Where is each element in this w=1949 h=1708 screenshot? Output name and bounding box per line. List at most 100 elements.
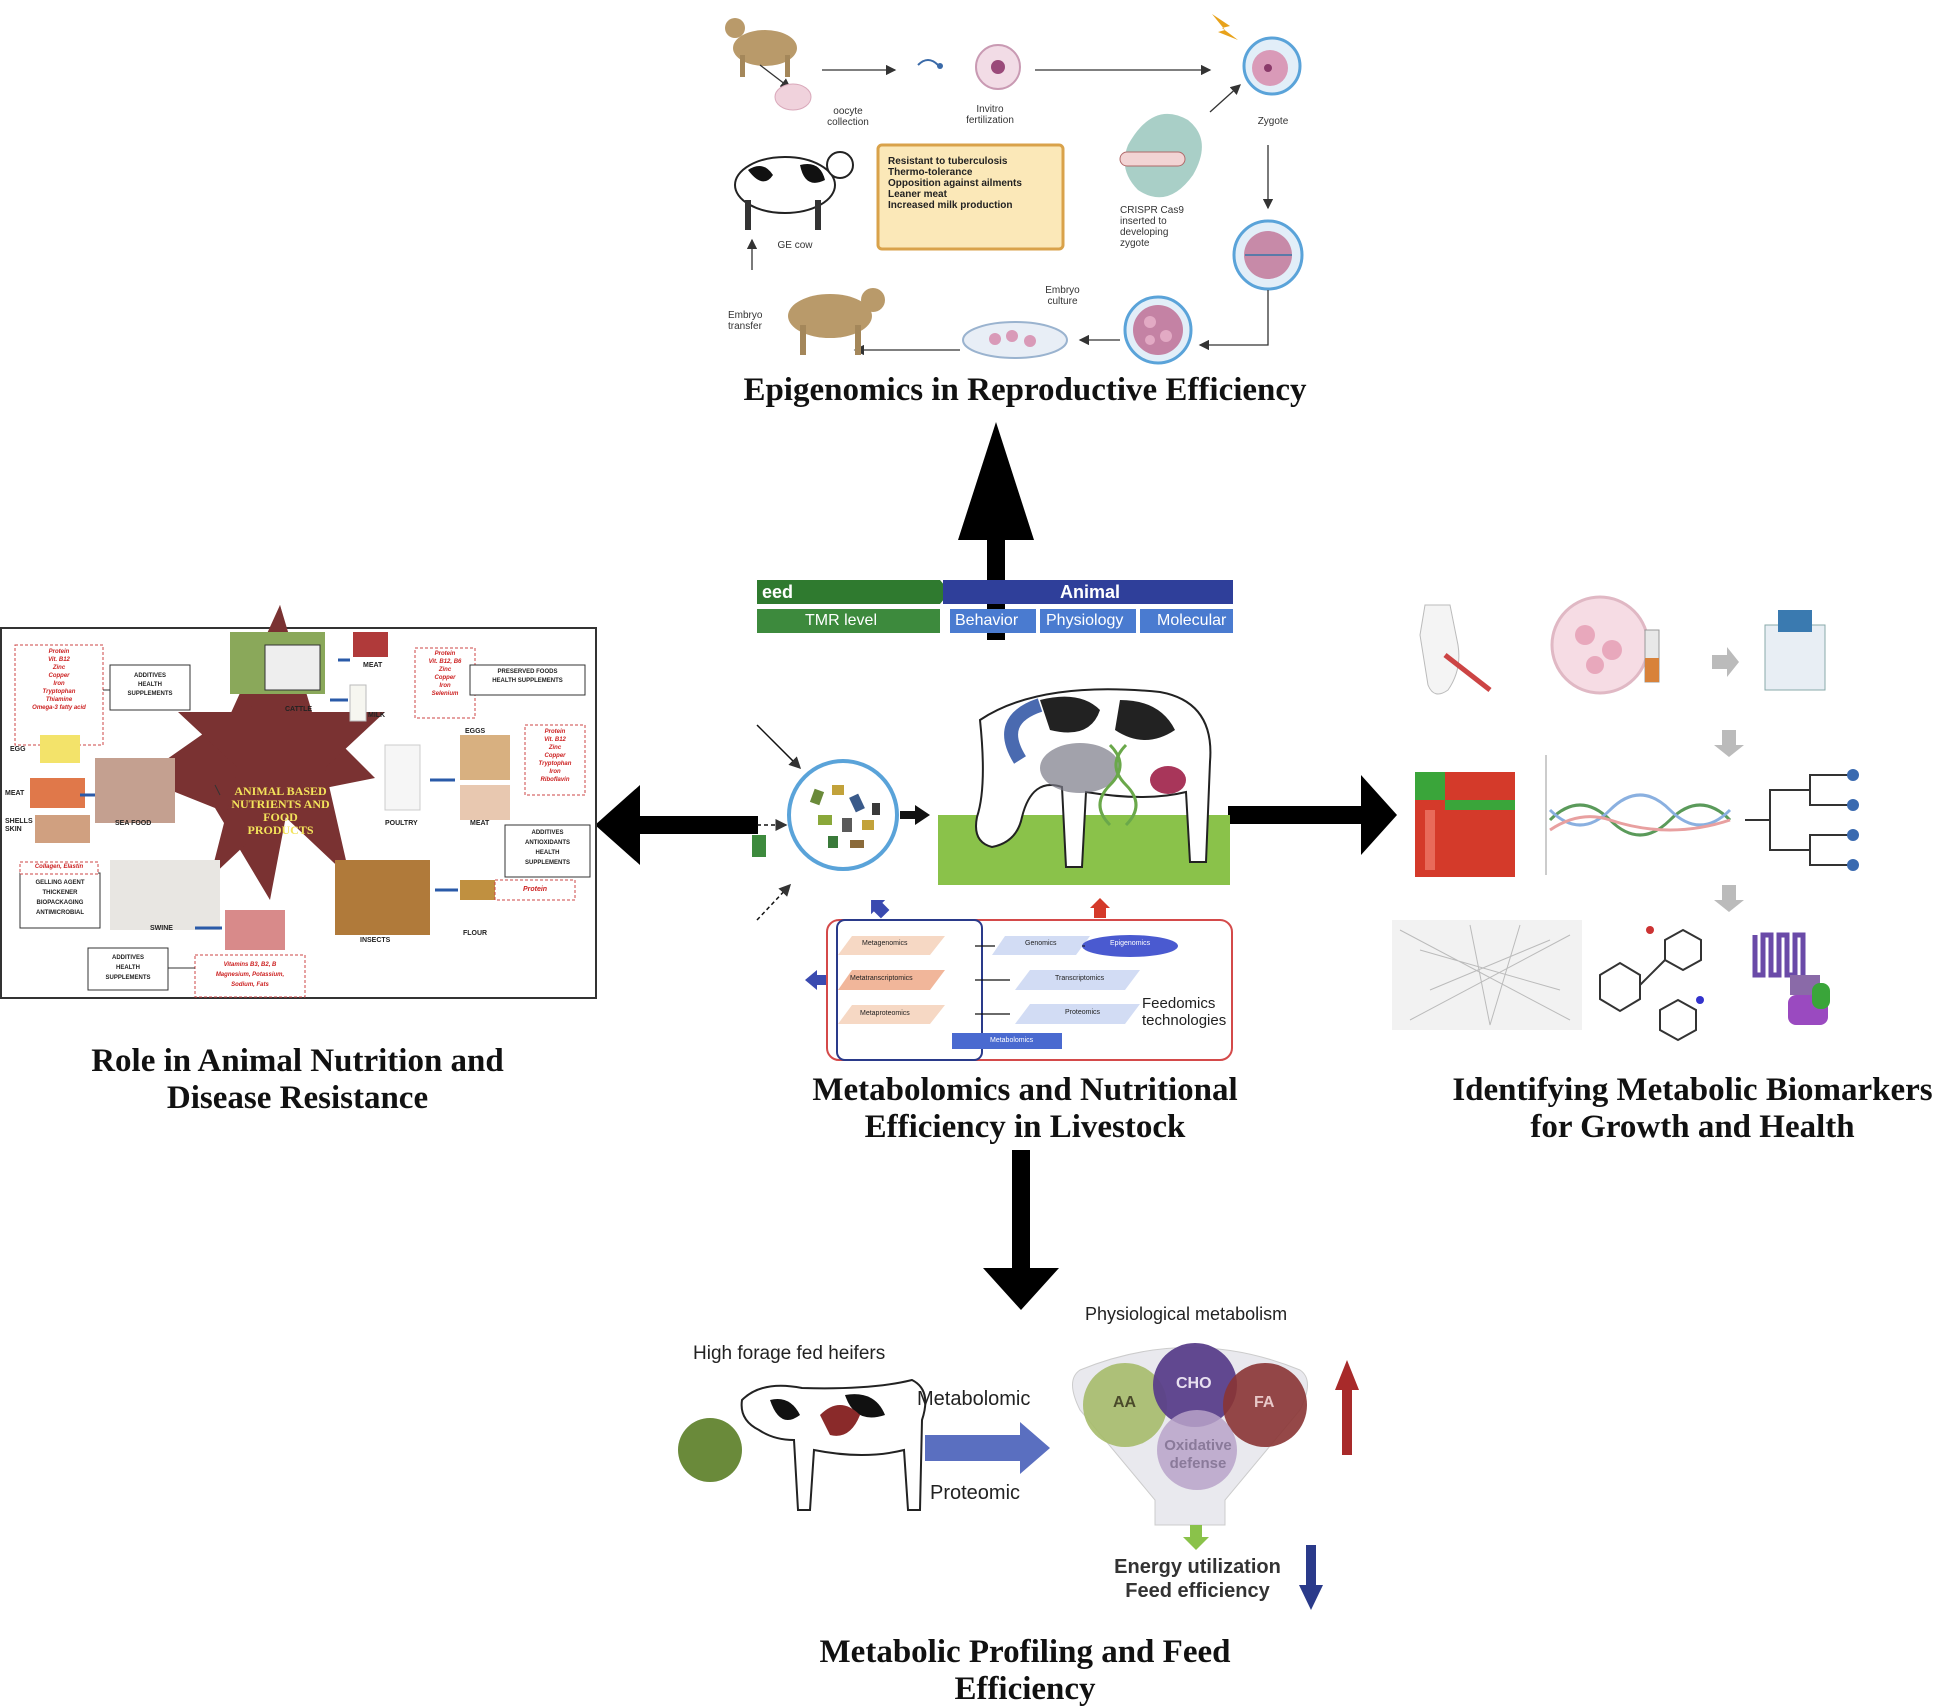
meat-label-1: MEAT [363,662,383,669]
microbe-icon [787,759,899,871]
cattle-label: CATTLE [285,706,313,713]
mass-spectrometer-icon [1764,610,1826,691]
flour-label: FLOUR [463,930,488,937]
arrow-right [1228,775,1397,855]
grass-icon [678,1418,742,1482]
receptor-icon [1752,932,1830,1025]
down-arrow-icon [1299,1545,1323,1610]
meat-label-2: MEAT [470,820,490,827]
fa-label: FA [1254,1394,1275,1411]
aa-label: AA [1113,1394,1137,1411]
metabolomic-label: Metabolomic [917,1388,1031,1410]
feed-animal-banner [757,580,1233,633]
heifers-label: High forage fed heifers [693,1343,886,1364]
grazing-cow-icon [938,688,1230,885]
animal-label: Animal [1060,582,1121,602]
ge-cow-label: GE cow [777,240,813,251]
omics-metatranscriptomics: Metatranscriptomics [850,975,913,982]
proteomic-label: Proteomic [930,1482,1021,1504]
nutrition-panel [0,605,597,999]
lightning-icon [1212,14,1238,40]
crispr-icon [1119,113,1202,198]
flow-arrow [925,1422,1050,1474]
seafood-label: SEA FOOD [115,820,152,827]
eggs-label: EGGS [465,728,486,735]
zygote-icon [1232,219,1304,291]
heatmap-icon [1415,772,1515,877]
blastocyst-icon [1123,295,1193,365]
zygote-label: Zygote [1257,116,1289,127]
cow-icon [788,288,885,355]
collagen-box: Collagen, Elastin [34,864,84,870]
cow-icon [740,1378,927,1511]
protein-box: Protein [522,886,548,893]
omics-epigenomics: Epigenomics [1110,940,1151,947]
omics-diagram [805,898,1233,1061]
arrow-left [595,785,758,865]
biomarker-panel [1392,595,1859,1042]
omics-genomics: Genomics [1025,940,1057,947]
arrow-up [958,422,1034,640]
swine-label: SWINE [150,925,173,932]
egg-cell-icon [975,44,1021,90]
zygote-icon [1242,36,1302,96]
top-caption: Epigenomics in Reproductive Efficiency [743,372,1307,408]
traits-box [876,143,1065,251]
tab-physiology: Physiology [1046,612,1124,629]
milk-label: MILK [368,712,386,719]
omics-metaproteomics: Metaproteomics [860,1010,910,1017]
sample-tube-icon [1419,604,1460,695]
omics-transcriptomics: Transcriptomics [1055,975,1105,982]
tab-molecular: Molecular [1157,612,1227,629]
physiological-label: Physiological metabolism [1085,1304,1288,1324]
omics-metabolomics: Metabolomics [990,1037,1034,1044]
poultry-label: POULTRY [385,820,418,827]
up-arrow-icon [1335,1360,1359,1455]
cow-icon [725,18,797,77]
petri-dish-icon [962,321,1068,359]
sperm-icon [917,59,943,69]
cells-icon [1550,595,1650,695]
network-icon [1392,920,1582,1030]
meat-label-left: MEAT [5,790,25,797]
molecule-icon [1599,926,1704,1042]
ge-cow-icon [734,151,854,230]
tmr-label: TMR level [805,612,878,629]
omics-proteomics: Proteomics [1065,1009,1101,1016]
feed-label: eed [762,582,794,602]
dendrogram-icon [1745,769,1859,871]
tab-behavior: Behavior [955,612,1019,629]
arrow-down [983,1150,1059,1310]
omics-metagenomics: Metagenomics [862,940,908,947]
oocyte-icon [774,83,812,111]
cho-label: CHO [1176,1375,1212,1392]
insects-label: INSECTS [360,937,391,944]
egg-label: EGG [10,746,26,753]
feed-efficiency-panel [678,1343,1359,1610]
